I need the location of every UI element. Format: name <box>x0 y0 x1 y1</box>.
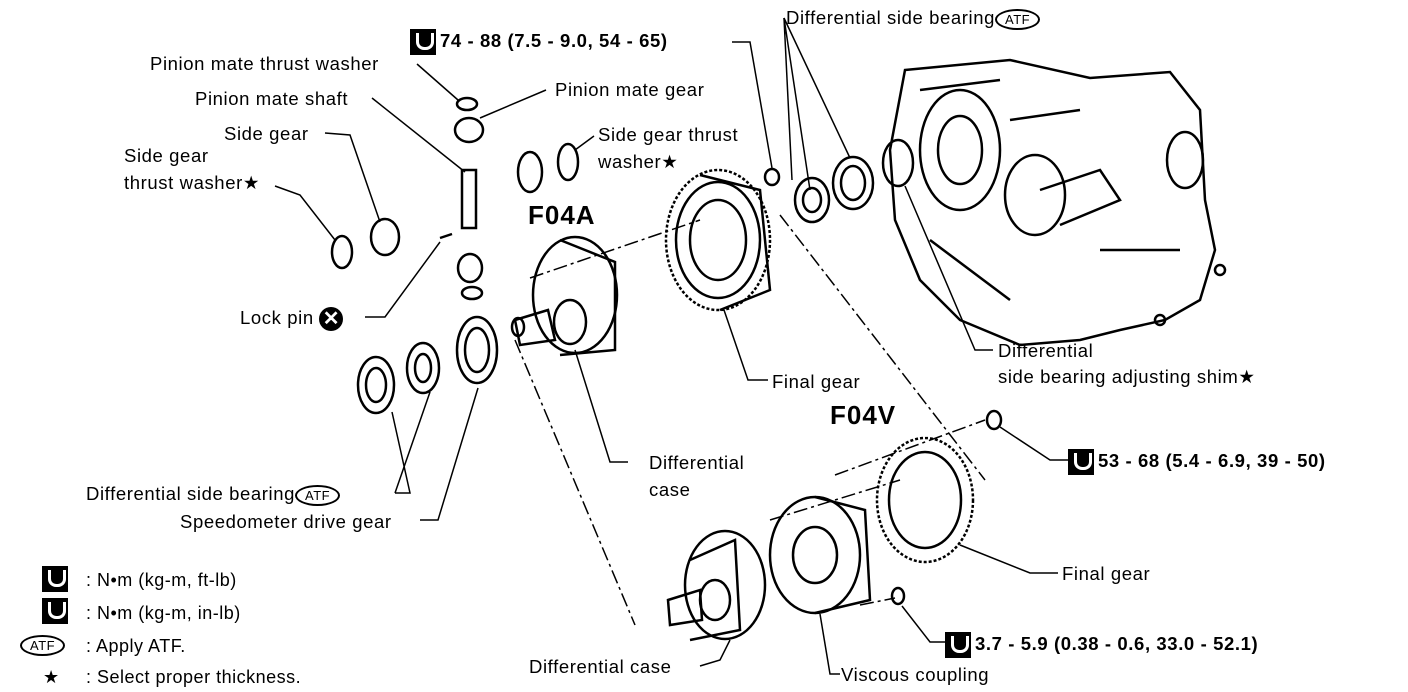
torque-wrench-icon <box>42 566 68 592</box>
label-differential-case-lower: Differential case <box>529 656 672 677</box>
legend-item-ft-lb <box>42 566 72 592</box>
legend-text-in-lb: : N•m (kg-m, in-lb) <box>86 603 241 623</box>
side-gear-right-part <box>516 150 544 194</box>
legend-text-thickness: : Select proper thickness. <box>86 667 302 687</box>
label-side-gear-thrust-washer-left-1: Side gear <box>124 145 209 166</box>
label-model-f04v: F04V <box>830 400 897 430</box>
torque-label-right: 53 - 68 (5.4 - 6.9, 39 - 50) <box>1068 449 1326 475</box>
torque-wrench-small-icon <box>945 632 971 658</box>
pinion-mate-gear-lower-part <box>456 252 484 284</box>
lock-pin-part <box>439 232 453 240</box>
torque-label-top: 74 - 88 (7.5 - 9.0, 54 - 65) <box>410 29 668 55</box>
label-adjusting-shim-2: side bearing adjusting shim★ <box>998 366 1256 387</box>
label-viscous-coupling: Viscous coupling <box>841 664 990 685</box>
final-gear-upper-part <box>664 168 772 312</box>
side-gear-thrust-washer-right-part <box>556 142 580 182</box>
label-pinion-mate-thrust-washer: Pinion mate thrust washer <box>150 53 379 74</box>
viscous-coupling-part <box>768 495 872 615</box>
label-pinion-mate-gear: Pinion mate gear <box>555 79 705 100</box>
label-model-f04a: F04A <box>528 200 596 230</box>
label-adjusting-shim-1: Differential <box>998 340 1094 361</box>
legend-text-ft-lb: : N•m (kg-m, ft-lb) <box>86 570 237 590</box>
bearing-race-upper <box>831 155 875 211</box>
label-final-gear-upper: Final gear <box>772 371 861 392</box>
label-side-gear-thrust-washer-left-2: thrust washer★ <box>124 172 261 193</box>
label-speedometer-drive-gear: Speedometer drive gear <box>180 511 392 532</box>
bolt-upper <box>763 167 781 187</box>
legend-item-in-lb <box>42 598 72 624</box>
label-differential-case-upper-2: case <box>649 479 691 500</box>
label-side-gear-thrust-washer-right-1: Side gear thrust <box>598 124 739 145</box>
bearing-left <box>405 341 441 395</box>
torque-wrench-icon <box>1068 449 1094 475</box>
assembly-axis-lines <box>514 214 986 626</box>
legend-item-atf: ATF <box>20 635 66 656</box>
transaxle-housing <box>888 58 1227 347</box>
atf-icon: ATF <box>20 635 66 656</box>
speedometer-drive-gear-part <box>455 315 499 385</box>
label-side-gear: Side gear <box>224 123 309 144</box>
pinion-thrust-washer-lower-part <box>460 285 484 301</box>
torque-wrench-icon <box>410 29 436 55</box>
label-side-gear-thrust-washer-right-2: washer★ <box>598 151 679 172</box>
side-gear-thrust-washer-left-part <box>330 234 354 270</box>
bearing-race-left <box>356 355 396 415</box>
final-gear-lower-part <box>875 436 975 564</box>
atf-icon: ATF <box>295 484 341 506</box>
label-differential-case-upper-1: Differential <box>649 452 745 473</box>
label-lock-pin: Lock pin ✕ <box>240 307 344 331</box>
torque-wrench-small-icon <box>42 598 68 624</box>
star-icon: ★ <box>43 667 60 687</box>
pinion-shaft-part <box>460 168 478 230</box>
legend-text-atf: : Apply ATF. <box>86 636 186 656</box>
pinion-mate-gear-part <box>453 116 485 144</box>
differential-case-upper-part <box>510 235 619 357</box>
label-final-gear-lower: Final gear <box>1062 563 1151 584</box>
differential-case-lower-part <box>666 529 767 642</box>
do-not-reuse-icon: ✕ <box>319 307 344 331</box>
pinion-thrust-washer-part <box>455 96 479 112</box>
side-gear-left-part <box>369 217 401 257</box>
adjusting-shim-part <box>881 138 915 188</box>
atf-icon: ATF <box>995 8 1041 30</box>
bolt-bottom <box>890 586 906 606</box>
label-pinion-mate-shaft: Pinion mate shaft <box>195 88 349 109</box>
bolt-right <box>985 409 1003 431</box>
bearing-upper <box>793 176 831 224</box>
leader-lines <box>274 17 1068 675</box>
torque-label-bottom: 3.7 - 5.9 (0.38 - 0.6, 33.0 - 52.1) <box>945 632 1258 658</box>
